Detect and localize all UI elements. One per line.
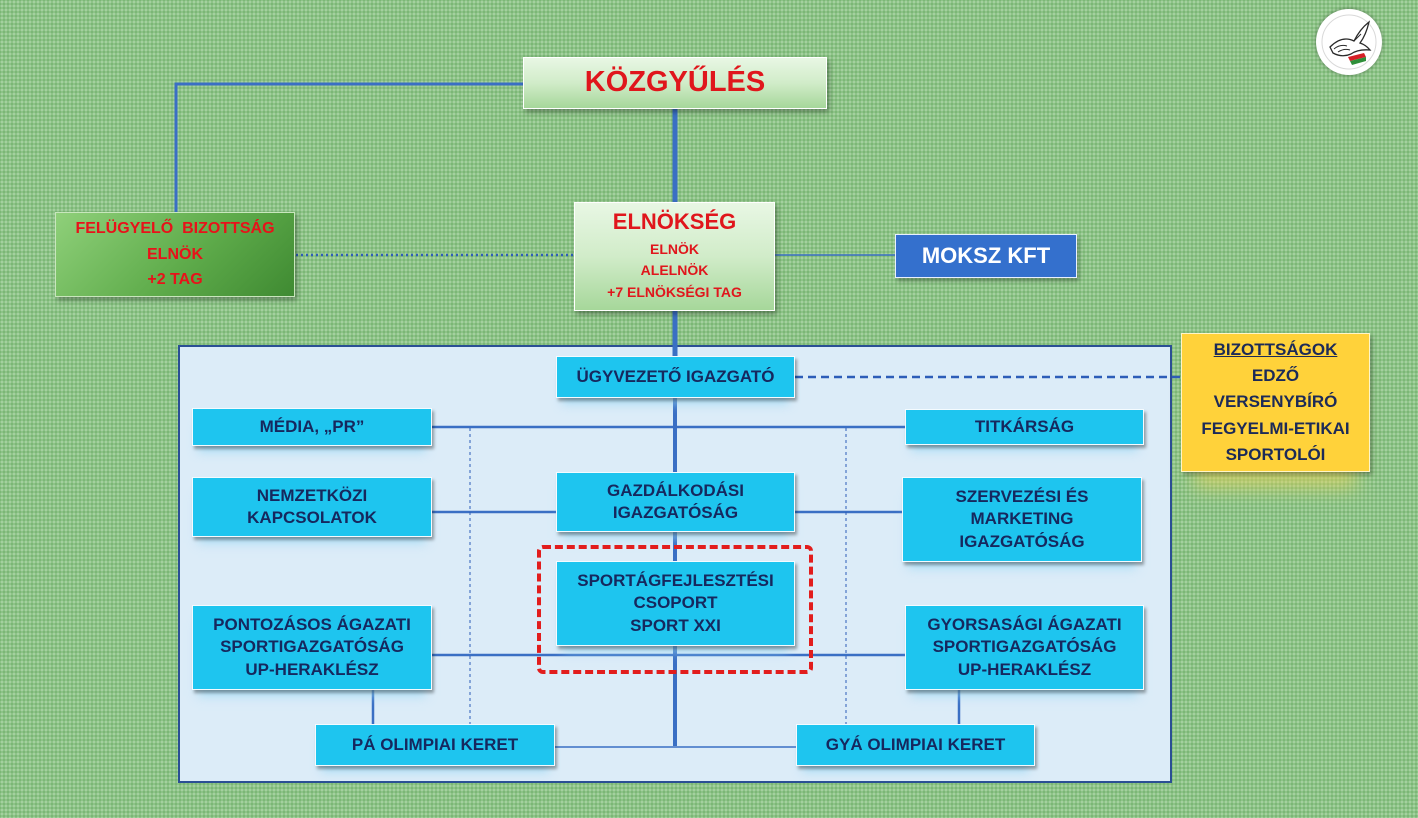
- unit-line: MARKETING: [970, 509, 1074, 529]
- bizottsagok-line: SPORTOLÓI: [1225, 445, 1326, 465]
- sportagfejlesztesi-csoport-box: SPORTÁGFEJLESZTÉSI CSOPORT SPORT XXI: [556, 561, 795, 646]
- elnokseg-box: ELNÖKSÉG ELNÖK ALELNÖK +7 ELNÖKSÉGI TAG: [574, 202, 775, 311]
- unit-line: GAZDÁLKODÁSI: [607, 480, 744, 500]
- unit-line: SPORTÁGFEJLESZTÉSI: [577, 571, 774, 591]
- unit-line: IGAZGATÓSÁG: [959, 531, 1085, 551]
- unit-line: SPORT XXI: [630, 615, 721, 635]
- elnokseg-line: +7 ELNÖKSÉGI TAG: [607, 284, 742, 301]
- unit-line: UP-HERAKLÉSZ: [957, 659, 1092, 679]
- elnokseg-line: ALELNÖK: [640, 262, 709, 279]
- gya-olimpiai-keret-box: GYÁ OLIMPIAI KERET: [796, 724, 1035, 766]
- kozgyules-box: KÖZGYŰLÉS: [523, 57, 827, 109]
- unit-line: GYÁ OLIMPIAI KERET: [825, 734, 1006, 754]
- szervezesi-marketing-box: SZERVEZÉSI ÉS MARKETING IGAZGATÓSÁG: [902, 477, 1142, 562]
- bizottsagok-line: VERSENYBÍRÓ: [1213, 392, 1338, 412]
- unit-line: SPORTIGAZGATÓSÁG: [932, 637, 1117, 657]
- moksz-label: MOKSZ KFT: [921, 242, 1051, 268]
- unit-line: UP-HERAKLÉSZ: [245, 659, 379, 679]
- unit-line: PONTOZÁSOS ÁGAZATI: [213, 615, 411, 635]
- unit-line: IGAZGATÓSÁG: [612, 503, 739, 522]
- unit-line: TITKÁRSÁG: [974, 416, 1075, 436]
- unit-line: SZERVEZÉSI ÉS: [955, 487, 1089, 507]
- unit-line: ÜGYVEZETŐ IGAZGATÓ: [576, 366, 775, 386]
- gyorsasagi-agazati-box: GYORSASÁGI ÁGAZATI SPORTIGAZGATÓSÁG UP-H…: [905, 605, 1144, 690]
- nemzetkozi-kapcsolatok-box: NEMZETKÖZI KAPCSOLATOK: [192, 477, 432, 537]
- felugyelo-line: +2 TAG: [147, 271, 203, 289]
- titkarsag-box: TITKÁRSÁG: [905, 409, 1144, 445]
- bizottsagok-line: FEGYELMI-ETIKAI: [1201, 418, 1350, 438]
- media-pr-box: MÉDIA, „PR”: [192, 408, 432, 446]
- link-kozgyules-felugyelo: [174, 82, 523, 213]
- pontozasos-agazati-box: PONTOZÁSOS ÁGAZATI SPORTIGAZGATÓSÁG UP-H…: [192, 605, 432, 690]
- unit-line: PÁ OLIMPIAI KERET: [351, 734, 519, 754]
- bizottsagok-box: BIZOTTSÁGOK EDZŐ VERSENYBÍRÓ FEGYELMI-ET…: [1181, 333, 1370, 472]
- bird-emblem-icon: [1316, 9, 1382, 75]
- moksz-kft-box: MOKSZ KFT: [895, 234, 1077, 278]
- bizottsagok-line: EDZŐ: [1251, 365, 1300, 385]
- unit-line: SPORTIGAZGATÓSÁG: [220, 637, 404, 657]
- unit-line: MÉDIA, „PR”: [259, 416, 365, 436]
- ugyvezeto-igazgato-box: ÜGYVEZETŐ IGAZGATÓ: [556, 356, 795, 398]
- unit-line: GYORSASÁGI ÁGAZATI: [927, 615, 1122, 635]
- bizottsagok-title: BIZOTTSÁGOK: [1213, 339, 1338, 359]
- unit-line: CSOPORT: [633, 593, 718, 613]
- unit-line: KAPCSOLATOK: [247, 508, 377, 527]
- gazdalkodasi-igazgatosag-box: GAZDÁLKODÁSI IGAZGATÓSÁG: [556, 472, 795, 532]
- highlight-dashed-frame: [537, 545, 813, 674]
- felugyelo-line: FELÜGYELŐ BIZOTTSÁG: [75, 220, 275, 238]
- felugyelo-bizottsag-box: FELÜGYELŐ BIZOTTSÁG ELNÖK +2 TAG: [55, 212, 295, 297]
- elnokseg-line: ELNÖK: [650, 240, 699, 257]
- felugyelo-line: ELNÖK: [147, 245, 203, 263]
- kozgyules-label: KÖZGYŰLÉS: [584, 66, 766, 99]
- unit-line: NEMZETKÖZI: [256, 485, 368, 505]
- elnokseg-title: ELNÖKSÉG: [612, 209, 737, 235]
- pa-olimpiai-keret-box: PÁ OLIMPIAI KERET: [315, 724, 555, 766]
